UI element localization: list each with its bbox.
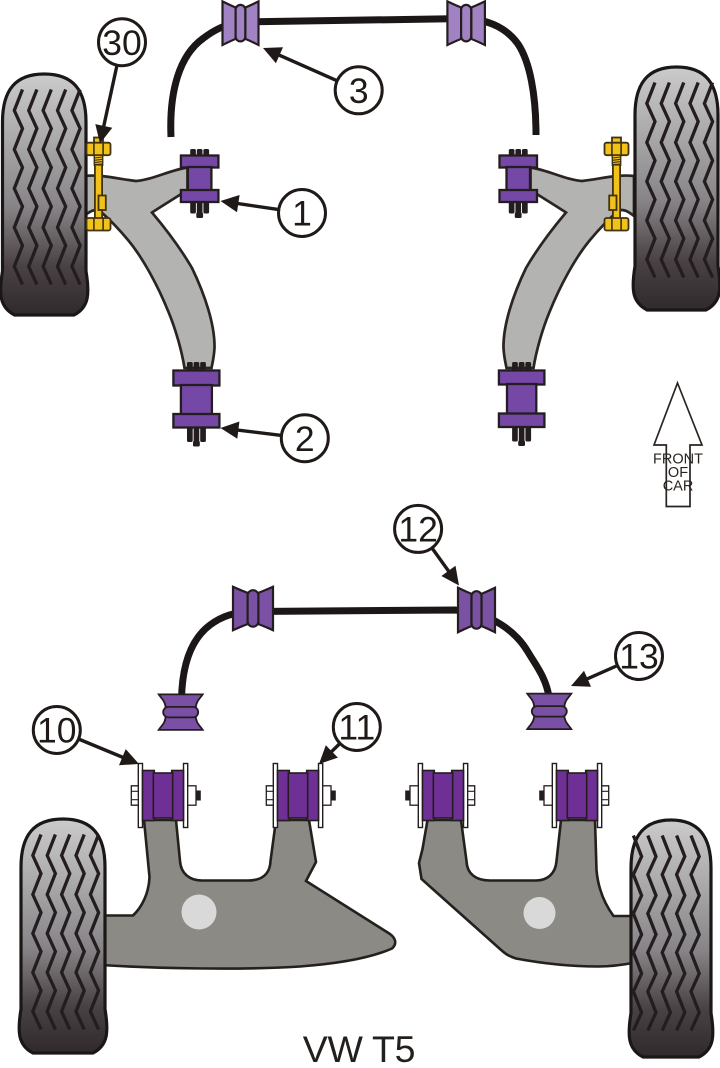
svg-text:2: 2: [295, 419, 315, 459]
svg-text:CAR: CAR: [663, 479, 694, 495]
svg-text:12: 12: [398, 510, 438, 550]
svg-text:10: 10: [37, 711, 77, 751]
svg-text:30: 30: [102, 23, 142, 63]
svg-text:11: 11: [338, 708, 375, 748]
svg-text:1: 1: [292, 194, 312, 234]
svg-text:13: 13: [619, 637, 659, 677]
svg-text:FRONT: FRONT: [653, 452, 703, 468]
svg-text:OF: OF: [668, 465, 688, 481]
svg-text:VW T5: VW T5: [303, 1028, 415, 1063]
svg-text:3: 3: [349, 71, 369, 111]
